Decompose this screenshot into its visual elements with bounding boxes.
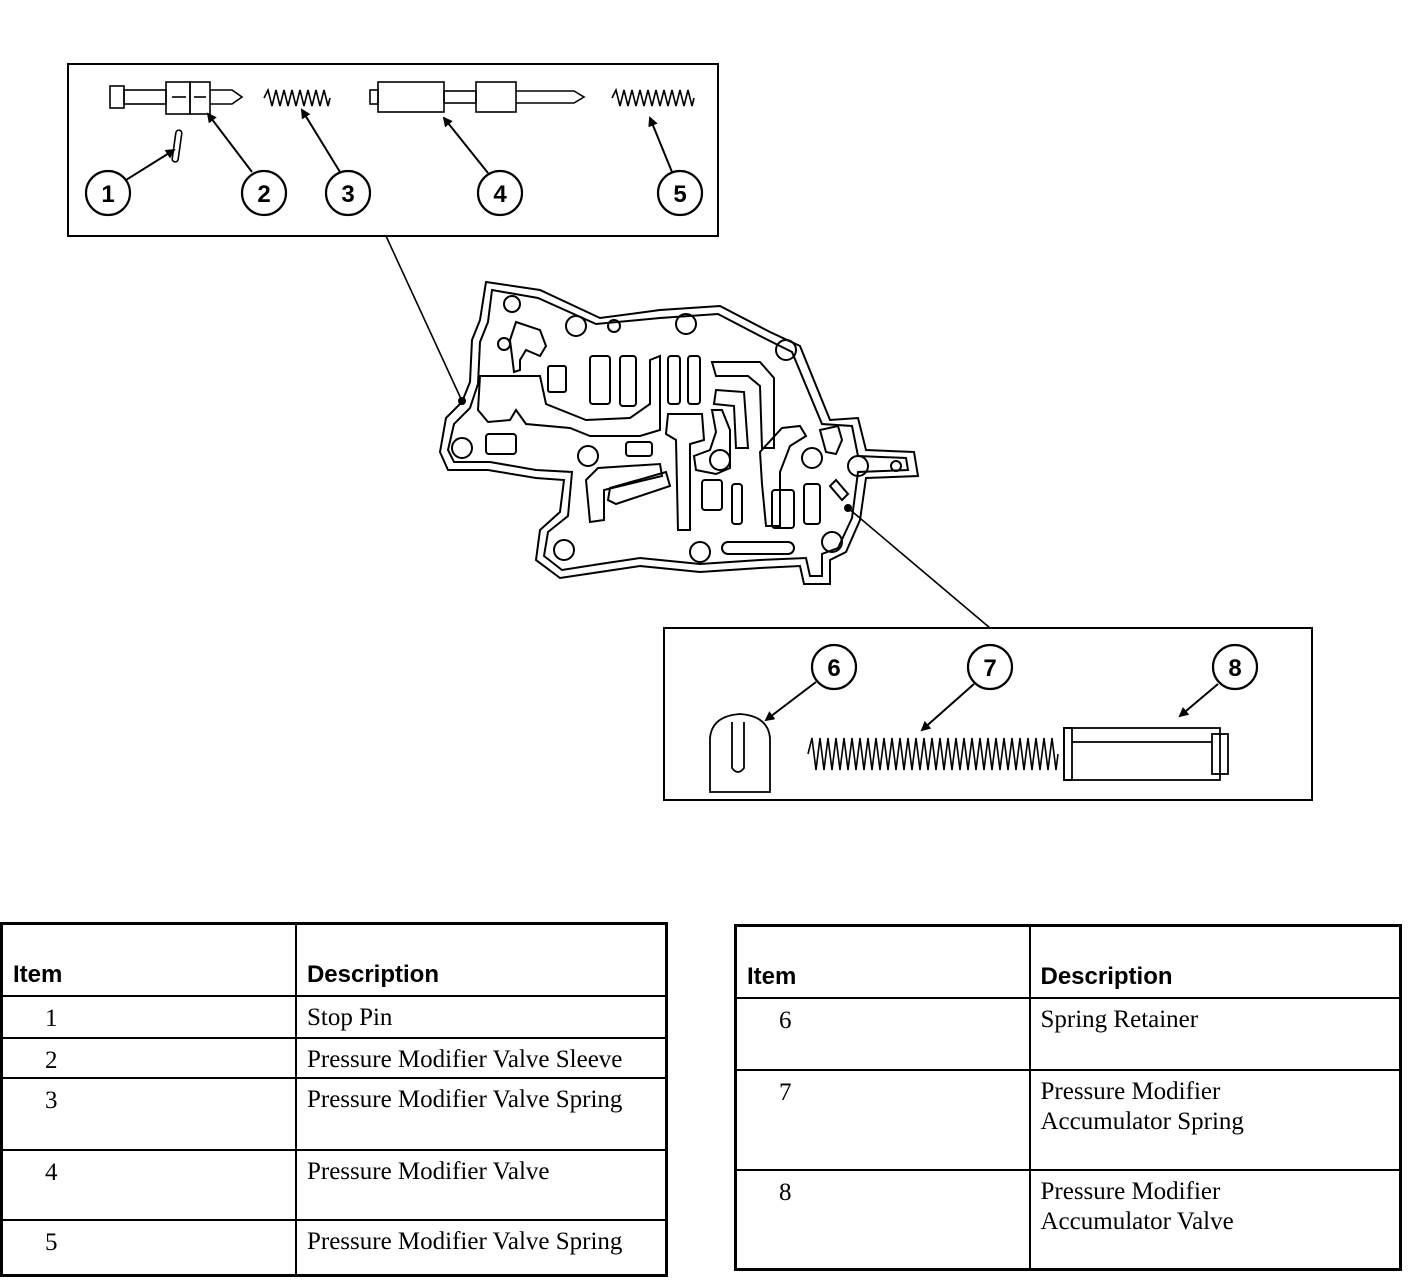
callout-number: 1: [101, 181, 114, 208]
spring-retainer-drawing: [709, 713, 771, 793]
small-spring-3-drawing: [263, 87, 331, 107]
callout-5: 5: [656, 169, 704, 217]
item-description: Pressure Modifier Accumulator Spring: [1028, 1068, 1402, 1171]
lower-leader-arrows: [764, 681, 1219, 732]
parts-table-left: Item Description 1 Stop Pin 2 Pressure M…: [0, 922, 668, 1277]
callout-number: 2: [257, 181, 270, 208]
item-header: Item: [0, 922, 297, 997]
upper-inset-box: [67, 63, 719, 237]
table-row: 8 Pressure Modifier Accumulator Valve: [734, 1168, 1402, 1271]
item-number: 8: [734, 1168, 1031, 1271]
leader-to-lower-inset: [847, 507, 991, 629]
item-description: Pressure Modifier Valve Spring: [294, 1076, 668, 1151]
exploded-parts-diagram: 1 2 3 4 5: [67, 63, 1313, 801]
item-number: 4: [0, 1148, 297, 1221]
item-number: 1: [0, 994, 297, 1039]
table-row: 7 Pressure Modifier Accumulator Spring: [734, 1068, 1402, 1171]
callout-2: 2: [240, 169, 288, 217]
accumulator-valve-drawing: [1063, 727, 1229, 781]
leader-dot: [844, 504, 852, 512]
item-number: 5: [0, 1218, 297, 1277]
item-description: Pressure Modifier Valve Sleeve: [294, 1036, 668, 1079]
modifier-valve-drawing: [369, 81, 586, 113]
table-header-row: Item Description: [734, 924, 1402, 999]
callout-number: 8: [1228, 655, 1241, 682]
callout-number: 6: [827, 655, 840, 682]
table-row: 1 Stop Pin: [0, 994, 668, 1039]
accumulator-spring-drawing: [807, 737, 1059, 771]
callout-1: 1: [84, 169, 132, 217]
callout-7: 7: [966, 643, 1014, 691]
lower-inset-box: [663, 627, 1313, 801]
table-row: 2 Pressure Modifier Valve Sleeve: [0, 1036, 668, 1079]
item-description: Pressure Modifier Valve: [294, 1148, 668, 1221]
callout-number: 3: [341, 181, 354, 208]
item-description: Stop Pin: [294, 994, 668, 1039]
table-header-row: Item Description: [0, 922, 668, 997]
item-description: Pressure Modifier Valve Spring: [294, 1218, 668, 1277]
callout-number: 7: [983, 655, 996, 682]
callout-6: 6: [810, 643, 858, 691]
item-description: Spring Retainer: [1028, 996, 1402, 1071]
item-header: Item: [734, 924, 1031, 999]
callout-4: 4: [476, 169, 524, 217]
item-number: 2: [0, 1036, 297, 1079]
item-number: 7: [734, 1068, 1031, 1171]
table-row: 5 Pressure Modifier Valve Spring: [0, 1218, 668, 1277]
valve-sleeve-drawing: [109, 81, 244, 115]
item-number: 6: [734, 996, 1031, 1071]
item-number: 3: [0, 1076, 297, 1151]
callout-number: 4: [493, 181, 507, 208]
table-row: 3 Pressure Modifier Valve Spring: [0, 1076, 668, 1151]
stop-pin-drawing: [171, 129, 183, 163]
upper-leader-arrows: [125, 108, 673, 181]
callout-8: 8: [1211, 643, 1259, 691]
table-row: 4 Pressure Modifier Valve: [0, 1148, 668, 1221]
separator-plate: [438, 280, 920, 585]
leader-to-upper-inset: [385, 235, 463, 402]
spring-5-drawing: [611, 87, 695, 107]
callout-3: 3: [324, 169, 372, 217]
parts-table-right: Item Description 6 Spring Retainer 7 Pre…: [734, 924, 1402, 1271]
description-header: Description: [294, 922, 668, 997]
description-header: Description: [1028, 924, 1402, 999]
callout-number: 5: [673, 181, 686, 208]
item-description: Pressure Modifier Accumulator Valve: [1028, 1168, 1402, 1271]
table-row: 6 Spring Retainer: [734, 996, 1402, 1071]
